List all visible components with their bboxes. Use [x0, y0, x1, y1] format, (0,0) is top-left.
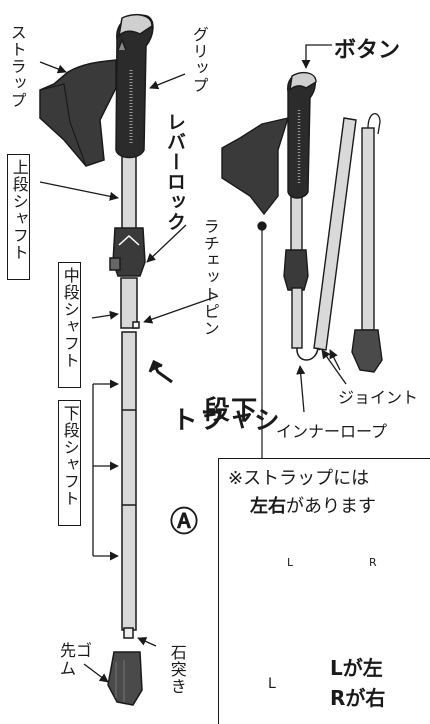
stone-tip-part: [123, 627, 134, 639]
strap: [39, 59, 117, 167]
right-arrows: [257, 44, 347, 458]
joint-label: ジョイント: [338, 388, 419, 407]
note-line1: ※ストラップには: [228, 468, 370, 489]
upper-shaft-label: 上段シャフト: [7, 154, 30, 280]
rubber-tip: [107, 651, 143, 706]
button-label: ボタン: [334, 38, 401, 63]
lower-shaft: [121, 331, 137, 631]
right-glove-mark: R: [369, 556, 377, 569]
inner-rope: [296, 347, 321, 361]
rubber-tip-label: 先ゴム: [60, 641, 93, 678]
grip: [115, 14, 154, 159]
strap-note-box: [218, 458, 430, 724]
inner-rope-label: インナーロープ: [276, 422, 388, 441]
lever-lock-label: レバーロック: [163, 112, 186, 232]
lr-line2: Rが右: [330, 686, 386, 710]
main-pole: [39, 13, 154, 706]
strap-label: ストラップ: [7, 24, 27, 109]
note-line2: 左右があります: [250, 492, 376, 518]
ratchet-pin-label: ラチェットピン: [200, 218, 220, 337]
middle-shaft: [120, 277, 138, 329]
zoom-mark: L: [268, 676, 276, 692]
left-glove-mark: L: [287, 556, 294, 569]
note-line2-bold: 左右: [250, 496, 286, 517]
grip-label: グリップ: [189, 26, 209, 94]
lower-shaft-small-label: 下段シャフト: [58, 400, 81, 526]
circled-a: Ⓐ: [170, 505, 199, 538]
folded-strap: [221, 117, 290, 216]
upper-shaft: [121, 154, 137, 236]
folded-grip: [287, 72, 316, 199]
note-line2-rest: があります: [286, 496, 376, 517]
stone-tip-label: 石突き: [167, 644, 187, 695]
middle-shaft-label: 中段シャフト: [58, 262, 81, 388]
callout-arrows: [39, 61, 219, 683]
lr-line1: Lが左: [330, 656, 383, 680]
ratchet-pin: [132, 321, 140, 329]
folded-pole: [221, 71, 383, 373]
